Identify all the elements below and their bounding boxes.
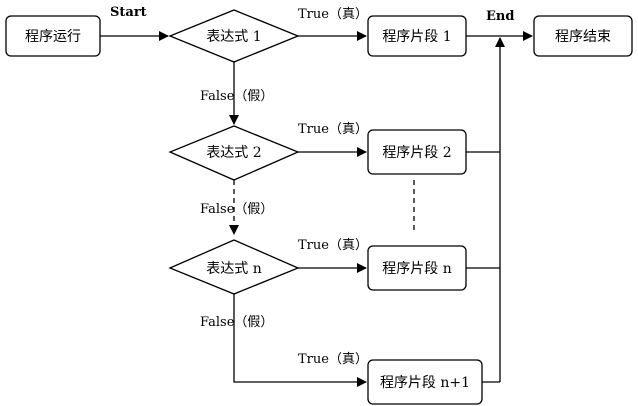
end-label: End bbox=[486, 9, 514, 24]
start-box-label: 程序运行 bbox=[25, 29, 81, 45]
true-label-1: True（真） bbox=[298, 7, 368, 22]
segment-n1-box bbox=[367, 359, 483, 405]
segment-2-box bbox=[367, 129, 467, 175]
false-label-2: False（假） bbox=[200, 202, 273, 217]
start-box bbox=[5, 15, 101, 57]
end-box bbox=[533, 15, 633, 57]
segment-1-label: 程序片段 1 bbox=[382, 29, 451, 45]
segment-n-label: 程序片段 n bbox=[382, 261, 451, 277]
condition-2-diamond bbox=[168, 125, 300, 181]
start-label: Start bbox=[110, 5, 147, 20]
condition-1-diamond bbox=[168, 9, 300, 63]
edge-condn-false-to-segn1 bbox=[233, 294, 367, 387]
condition-2-label: 表达式 2 bbox=[206, 145, 261, 161]
true-label-n1: True（真） bbox=[298, 352, 368, 367]
false-label-1: False（假） bbox=[200, 89, 273, 104]
condition-n-label: 表达式 n bbox=[206, 261, 261, 277]
end-box-label: 程序结束 bbox=[555, 29, 611, 45]
false-label-n: False（假） bbox=[200, 315, 273, 330]
true-label-n: True（真） bbox=[298, 238, 368, 253]
condition-n-diamond bbox=[168, 239, 300, 295]
true-label-2: True（真） bbox=[298, 122, 368, 137]
condition-1-label: 表达式 1 bbox=[206, 29, 261, 45]
segment-2-label: 程序片段 2 bbox=[382, 145, 451, 161]
segment-n-box bbox=[367, 245, 467, 291]
segment-1-box bbox=[367, 15, 467, 57]
segment-n1-label: 程序片段 n+1 bbox=[380, 375, 470, 391]
